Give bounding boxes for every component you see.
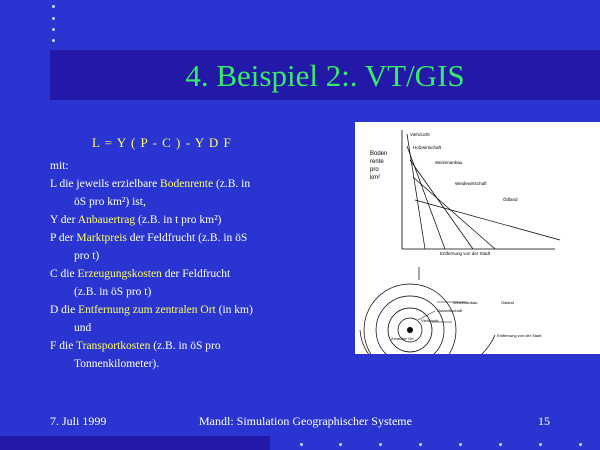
- curve-label-holzwirtschaft: Holzwirtschaft: [413, 145, 442, 150]
- definition-d-cont: und: [74, 322, 92, 334]
- ring-label-viehzucht: Viehzucht: [421, 318, 439, 323]
- curve-label-weizenanbau: Weizenanbau: [435, 160, 463, 165]
- ring-pointer-2: [417, 310, 436, 321]
- ring-oedland: [363, 283, 457, 354]
- ring-label-weizenanbau: Weizenanbau: [453, 300, 477, 305]
- ring-label-oedland: Ödland: [501, 300, 514, 305]
- definitions-list: mit: L die jeweils erzielbare Bodenrente…: [50, 157, 350, 373]
- graph-ylabel-2: rente: [370, 159, 384, 165]
- graph-ylabel-1: Boden: [370, 151, 387, 157]
- formula: L = Y ( P - C ) - Y D F: [92, 135, 232, 150]
- curve-label-oedland: Ödland: [503, 196, 518, 202]
- curve-holzwirtschaft: [406, 145, 446, 250]
- curve-label-weidewirtschaft: Weidewirtschaft: [455, 181, 487, 186]
- von-thuenen-diagram: Boden rente pro km² Viehzucht Holzwirtsc…: [355, 122, 600, 354]
- definition-f-cont: Tonnenkilometer).: [74, 358, 160, 370]
- decorative-dots-vertical: [52, 5, 58, 45]
- footer-date: 7. Juli 1999: [50, 414, 107, 428]
- ring-outer-arc: [359, 329, 496, 354]
- ring-xlabel: Entfernung von der Stadt: [497, 333, 542, 338]
- diagram-background: [355, 122, 600, 354]
- definition-l: L die jeweils erzielbare Bodenrente (z.B…: [50, 178, 251, 190]
- curve-weizenanbau: [409, 159, 474, 250]
- definition-p-cont: pro t): [74, 250, 100, 262]
- ring-center: [407, 327, 413, 333]
- footer-bar: [0, 436, 270, 450]
- definition-p: P der Marktpreis der Feldfrucht (z.B. in…: [50, 232, 248, 244]
- ring-center-label: Zentraler Ort: [391, 336, 415, 341]
- curve-label-viehzucht: Viehzucht: [410, 132, 430, 137]
- ring-weidewirtschaft: [375, 295, 445, 354]
- page-number: 15: [538, 414, 550, 428]
- ring-weizenanbau: [387, 307, 433, 353]
- curve-weidewirtschaft: [412, 176, 496, 250]
- graph-xlabel: Entfernung von der Stadt: [440, 251, 491, 256]
- title-bar: 4. Beispiel 2:. VT/GIS: [50, 50, 600, 100]
- ring-holzwirtschaft: [397, 317, 423, 343]
- graph-ylabel-3: pro: [370, 167, 379, 173]
- ring-label-holzwirtschaft: Holzwirtschaft: [437, 308, 463, 313]
- definition-c: C die Erzeugungskosten der Feldfrucht: [50, 268, 231, 280]
- definition-d: D die Entfernung zum zentralen Ort (in k…: [50, 304, 253, 316]
- curve-oedland: [414, 199, 561, 241]
- definition-c-cont: (z.B. in öS pro t): [74, 286, 152, 298]
- graph-ylabel-4: km²: [370, 175, 380, 181]
- definition-f: F die Transportkosten (z.B. in öS pro: [50, 340, 221, 352]
- definition-l-cont: öS pro km²) ist,: [74, 196, 146, 208]
- definition-y: Y der Anbauertrag (z.B. in t pro km²): [50, 214, 222, 226]
- slide-title: 4. Beispiel 2:. VT/GIS: [185, 58, 465, 93]
- footer-title: Mandl: Simulation Geographischer Systeme: [199, 414, 412, 428]
- definition-intro: mit:: [50, 160, 69, 172]
